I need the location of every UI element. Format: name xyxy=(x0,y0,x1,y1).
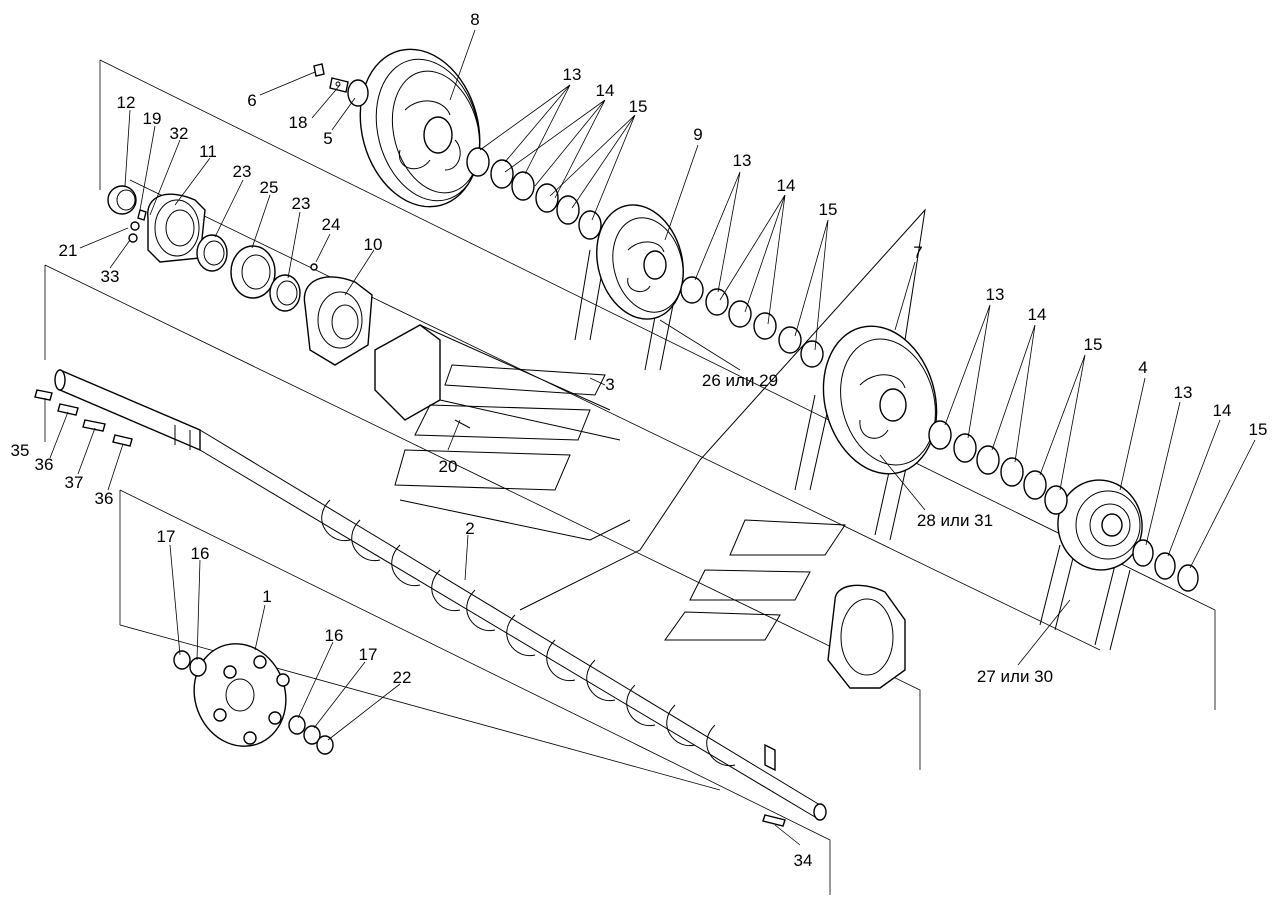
callout-7: 7 xyxy=(913,243,922,262)
callout-14-a: 14 xyxy=(596,81,615,100)
callout-1: 1 xyxy=(262,587,271,606)
callout-33: 33 xyxy=(101,267,120,286)
callout-6: 6 xyxy=(247,91,256,110)
callout-10: 10 xyxy=(364,235,383,254)
callout-34: 34 xyxy=(794,851,813,870)
callout-15-d: 15 xyxy=(1249,420,1268,439)
trough-outline xyxy=(394,208,926,641)
auger-flights xyxy=(321,499,736,767)
callout-12: 12 xyxy=(117,93,136,112)
callout-14-d: 14 xyxy=(1213,401,1232,420)
callout-32: 32 xyxy=(170,124,189,143)
bearing-23-25 xyxy=(196,234,318,312)
callout-13-c: 13 xyxy=(986,285,1005,304)
keys-35-37 xyxy=(34,389,133,447)
callout-36-a: 36 xyxy=(35,455,54,474)
callout-13-d: 13 xyxy=(1174,383,1193,402)
callout-25: 25 xyxy=(260,178,279,197)
pulley-7 xyxy=(794,325,938,541)
callout-14-b: 14 xyxy=(777,176,796,195)
rings-group-4 xyxy=(1132,539,1199,592)
rings-group-3 xyxy=(928,420,1068,515)
flange-10 xyxy=(303,276,373,366)
callout-20: 20 xyxy=(439,457,458,476)
callout-2: 2 xyxy=(465,519,474,538)
callout-17-a: 17 xyxy=(157,527,176,546)
callout-22: 22 xyxy=(393,668,412,687)
callout-35: 35 xyxy=(11,441,30,460)
callout-15-b: 15 xyxy=(819,200,838,219)
callout-13-a: 13 xyxy=(563,65,582,84)
callout-18: 18 xyxy=(289,113,308,132)
pulley-9 xyxy=(574,204,684,371)
callout-16-b: 16 xyxy=(325,626,344,645)
callout-23-a: 23 xyxy=(233,162,252,181)
callout-21: 21 xyxy=(59,241,78,260)
leader-lines xyxy=(44,29,1256,846)
callout-26-or-29: 26 или 29 xyxy=(702,371,778,390)
bearing-housing-11 xyxy=(107,185,206,263)
callout-23-b: 23 xyxy=(292,194,311,213)
callout-17-b: 17 xyxy=(359,645,378,664)
callout-labels: 8 6 18 5 13 14 15 9 13 14 15 7 13 14 15 … xyxy=(11,10,1268,870)
callout-5: 5 xyxy=(323,129,332,148)
end-plate xyxy=(827,584,906,689)
housing-3 xyxy=(374,324,621,441)
washer-5-bolt-6-plate-18 xyxy=(313,63,369,107)
callout-15-c: 15 xyxy=(1084,335,1103,354)
callout-3: 3 xyxy=(605,375,614,394)
callout-14-c: 14 xyxy=(1028,305,1047,324)
rings-group-1 xyxy=(466,147,602,240)
callout-27-or-30: 27 или 30 xyxy=(977,667,1053,686)
callout-36-b: 36 xyxy=(95,489,114,508)
callout-19: 19 xyxy=(143,109,162,128)
callout-8: 8 xyxy=(470,10,479,29)
hub-1 xyxy=(173,643,334,755)
pulley-8 xyxy=(359,48,481,208)
callout-37: 37 xyxy=(65,473,84,492)
callout-15-a: 15 xyxy=(629,97,648,116)
axis-lines xyxy=(44,59,1216,895)
callout-24: 24 xyxy=(322,215,341,234)
callout-16-a: 16 xyxy=(191,544,210,563)
callout-9: 9 xyxy=(693,125,702,144)
shaft xyxy=(54,368,827,827)
callout-4: 4 xyxy=(1138,358,1147,377)
callout-11: 11 xyxy=(199,142,217,161)
callout-13-b: 13 xyxy=(733,151,752,170)
callout-28-or-31: 28 или 31 xyxy=(917,511,993,530)
pulley-4 xyxy=(1039,479,1143,651)
